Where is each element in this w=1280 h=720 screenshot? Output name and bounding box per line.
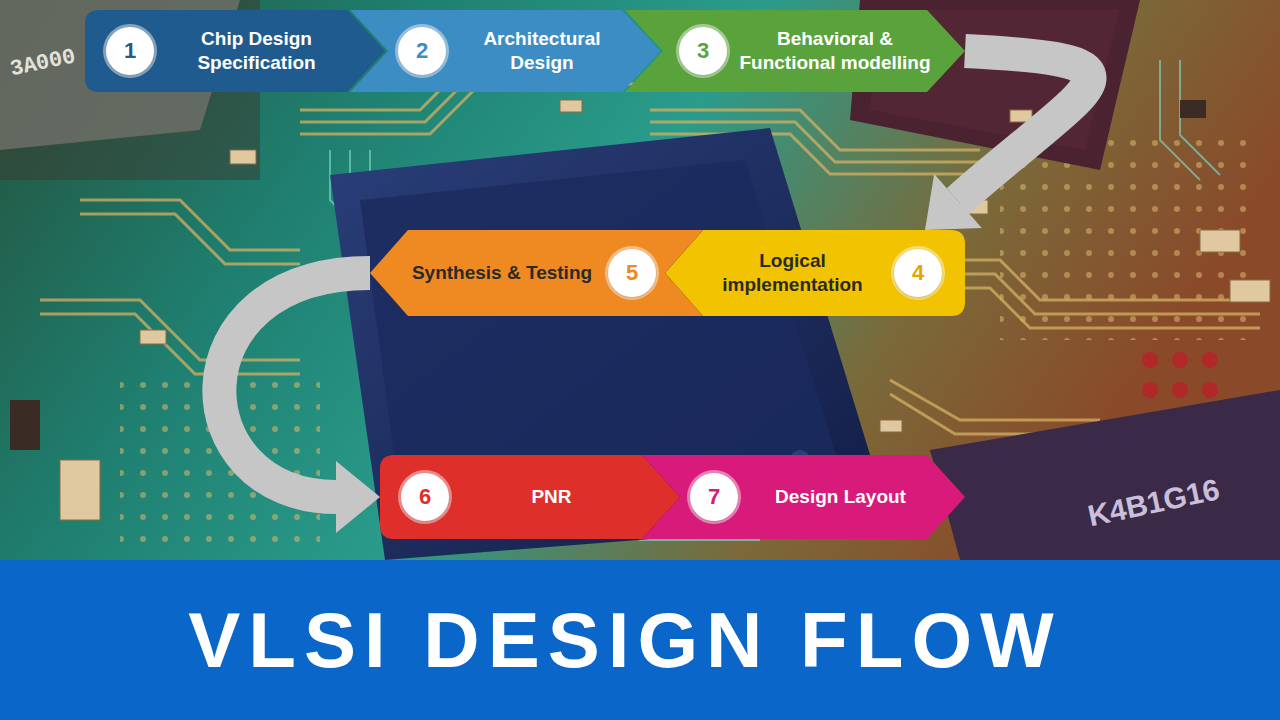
arrow-outline [380, 455, 680, 539]
process-arrow: Design Layout 7 [642, 455, 965, 539]
arrow-head [336, 461, 380, 533]
step-number-circle: 7 [690, 473, 738, 521]
step-label: Architectural Design [454, 14, 630, 88]
process-arrow: Synthesis & Testing 5 [370, 230, 703, 316]
process-arrow: Chip Design Specification 1 [85, 10, 385, 92]
arrow-head [925, 174, 982, 230]
arrow-outline [642, 455, 965, 539]
arrow-outline [85, 10, 385, 92]
diagram-title: VLSI DESIGN FLOW [0, 560, 1250, 720]
arrow-shape [625, 10, 965, 92]
step-number: 3 [697, 40, 709, 62]
step-number: 2 [416, 40, 428, 62]
arrow-outline [665, 230, 965, 316]
connector-line [958, 51, 1089, 201]
step-number-circle: 1 [106, 27, 154, 75]
step-label: Behavioral & Functional modelling [735, 14, 935, 88]
step-label: Design Layout [746, 459, 935, 535]
step-number-circle: 6 [401, 473, 449, 521]
step-label: PNR [457, 459, 646, 535]
arrow-shape [350, 10, 660, 92]
step-number: 7 [708, 486, 720, 508]
step-number-circle: 5 [608, 249, 656, 297]
process-arrow: Behavioral & Functional modelling 3 [625, 10, 965, 92]
flow-connector [219, 273, 380, 533]
step-number-circle: 4 [894, 249, 942, 297]
flow-connector [925, 51, 1089, 230]
step-number: 5 [626, 262, 638, 284]
step-label: Synthesis & Testing [404, 234, 600, 312]
step-number: 1 [124, 40, 136, 62]
arrow-outline [350, 10, 660, 92]
step-number: 4 [912, 262, 924, 284]
step-number-circle: 3 [679, 27, 727, 75]
title-band: VLSI DESIGN FLOW [0, 560, 1280, 720]
step-label: Logical implementation [699, 234, 886, 312]
step-number: 6 [419, 486, 431, 508]
connector-line [219, 273, 370, 497]
arrow-outline [370, 230, 703, 316]
process-arrow: Architectural Design 2 [350, 10, 660, 92]
process-arrow: PNR 6 [380, 455, 680, 539]
step-number-circle: 2 [398, 27, 446, 75]
arrow-outline [625, 10, 965, 92]
step-label: Chip Design Specification [162, 14, 351, 88]
process-arrow: Logical implementation 4 [665, 230, 965, 316]
